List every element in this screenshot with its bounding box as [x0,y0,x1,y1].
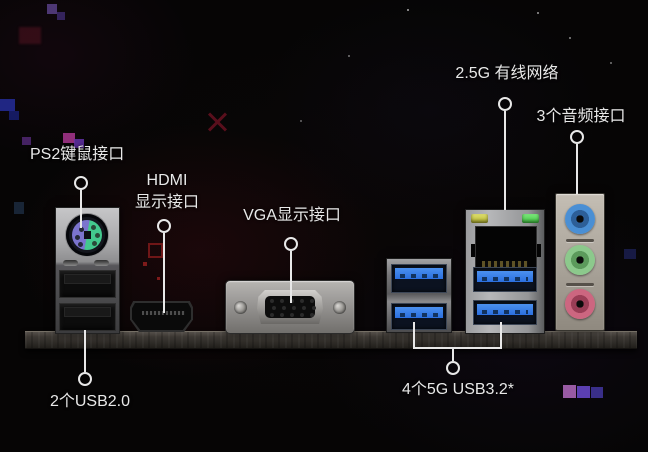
bg-decor-square [563,385,576,398]
marker-dot-hdmi [157,219,171,233]
vga-port [225,280,355,334]
marker-dot-usb3 [446,361,460,375]
usb3-port [473,300,537,325]
usb2-port-top [59,270,116,298]
ps2-pin-holes [79,227,84,232]
marker-dot-lan [498,97,512,111]
vga-pin-holes [270,299,274,303]
leader-line-vga [290,251,292,303]
usb2-tongue [64,307,111,317]
audio-jack-mic [565,289,595,319]
marker-dot-ps2 [74,176,88,190]
hdmi-pin-strip [142,311,185,315]
motherboard-edge-strip [25,331,637,349]
label-vga: VGA显示接口 [243,207,341,224]
vga-screw-right [333,301,346,314]
label-audio: 3个音频接口 [536,108,626,125]
bg-decor-square [591,387,603,398]
bg-decor-square [22,137,31,145]
bg-decor-square [9,111,19,120]
ps2-usb2-block [55,207,120,334]
marker-dot-audio [570,130,584,144]
vent-slot [94,260,109,266]
usb3-port [391,303,447,330]
usb2-tongue [64,274,111,284]
lan-usb3-block [465,209,545,334]
usb3-bracket-stem [452,349,454,361]
ps2-connector-face [72,220,102,250]
bg-star-dot [300,120,302,122]
audio-jack-line-out [565,245,595,275]
bg-decor-dot [157,277,160,280]
bg-decor-square [63,133,75,143]
leader-line-hdmi [163,233,165,313]
label-hdmi-line2: 显示接口 [134,194,199,211]
bg-star-dot [407,9,409,11]
bg-decor-square [47,4,57,14]
label-ps2: PS2键鼠接口 [30,146,125,163]
ethernet-rj45-port [471,226,541,275]
bg-star-dot [537,12,539,14]
label-hdmi-line1: HDMI [146,172,188,189]
bg-star-dot [610,62,612,64]
ps2-key-notch [84,231,91,239]
marker-dot-vga [284,237,298,251]
bg-red-square-outline [148,243,163,258]
lan-led-green [522,214,539,223]
bg-decor-square [577,386,590,398]
usb3-bracket-bottom [413,347,502,349]
bg-decor-dot [143,262,147,266]
usb3-tongue [477,304,533,315]
bg-decor-square [19,27,41,44]
leader-line-usb2 [84,330,86,372]
label-usb2: 2个USB2.0 [49,393,131,410]
bg-decor-square [0,99,15,111]
bg-star-dot [569,37,571,39]
hdmi-opening [132,303,191,330]
usb3-bracket-right [500,322,502,349]
usb3-tongue [395,268,443,279]
label-usb3: 4个5G USB3.2* [401,381,515,398]
bracket-slot [566,283,594,286]
bg-decor-square [74,139,84,148]
vga-screw-left [234,301,247,314]
bracket-slot [566,239,594,242]
bg-decor-square [57,12,65,20]
usb3-port [391,264,447,293]
vent-slot [63,260,78,266]
audio-jack-block [555,193,605,331]
lan-led-yellow [471,214,488,223]
usb2-port-bottom [59,303,116,331]
marker-dot-usb2 [78,372,92,386]
audio-jack-line-in [565,204,595,234]
usb3-bracket-left [413,322,415,349]
usb3-port [473,267,537,292]
leader-line-ps2 [80,190,82,228]
usb3-tongue [395,307,443,318]
bg-decor-square [14,202,24,214]
hdmi-port [130,301,193,332]
leader-line-lan [504,111,506,210]
usb3-tongue [477,271,533,282]
ps2-combo-port [66,214,108,256]
bg-red-cross [206,111,228,133]
usb3-block-left [386,258,452,333]
rj45-pins [482,261,528,270]
label-lan: 2.5G 有线网络 [455,65,559,82]
leader-line-audio [576,144,578,194]
vga-connector-face [265,296,315,318]
bg-decor-square [624,249,636,259]
bg-star-dot [348,55,350,57]
